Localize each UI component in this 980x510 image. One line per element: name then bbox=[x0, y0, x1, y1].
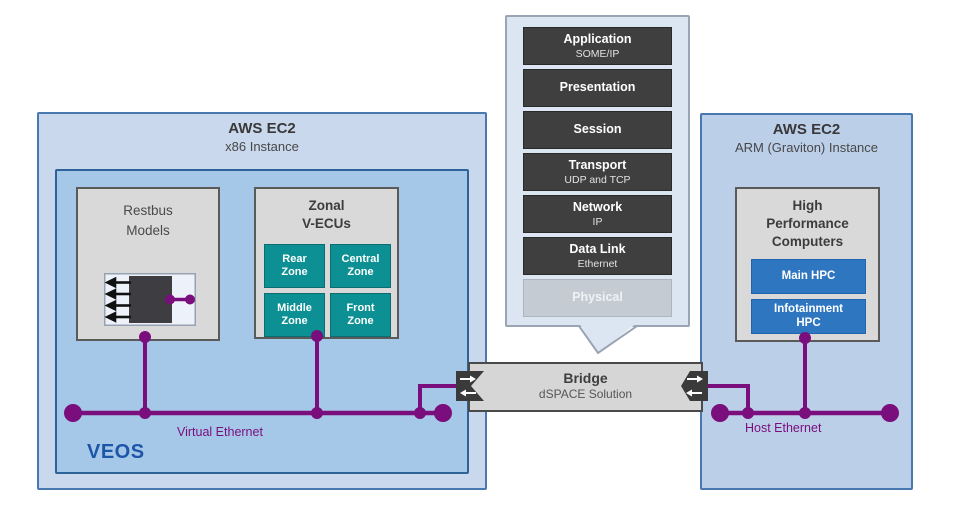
osi-layer-name: Transport bbox=[568, 158, 627, 173]
osi-layer-application: Application SOME/IP bbox=[523, 27, 672, 65]
veos-runtime-box: Restbus Models bbox=[55, 169, 469, 474]
osi-layer-presentation: Presentation bbox=[523, 69, 672, 107]
hpc-box: High Performance Computers Main HPC Info… bbox=[735, 187, 880, 342]
osi-layer-network: Network IP bbox=[523, 195, 672, 233]
osi-layer-session: Session bbox=[523, 111, 672, 149]
bridge-subtitle: dSPACE Solution bbox=[538, 386, 633, 401]
middle-zone-vecu: Middle Zone bbox=[264, 293, 325, 337]
osi-layer-detail: UDP and TCP bbox=[564, 173, 631, 186]
host-ethernet-label: Host Ethernet bbox=[745, 421, 822, 435]
aws-x86-title: AWS EC2 bbox=[228, 120, 296, 137]
osi-layer-transport: Transport UDP and TCP bbox=[523, 153, 672, 191]
osi-layer-detail: Ethernet bbox=[577, 257, 618, 270]
osi-layer-physical: Physical bbox=[523, 279, 672, 317]
rear-zone-vecu: Rear Zone bbox=[264, 244, 325, 288]
infotainment-hpc: Infotainment HPC bbox=[751, 299, 866, 334]
osi-layer-detail: IP bbox=[592, 215, 603, 228]
osi-stack-callout: Application SOME/IP Presentation Session… bbox=[505, 15, 690, 327]
main-hpc: Main HPC bbox=[751, 259, 866, 294]
osi-layer-name: Application bbox=[563, 32, 632, 47]
osi-layer-name: Data Link bbox=[569, 242, 626, 257]
zonal-vecus-title: Zonal V-ECUs bbox=[302, 198, 351, 232]
osi-layer-name: Network bbox=[572, 200, 623, 215]
aws-arm-title: AWS EC2 bbox=[772, 121, 841, 138]
central-zone-vecu: Central Zone bbox=[330, 244, 391, 288]
restbus-models-box: Restbus Models bbox=[76, 187, 220, 341]
zone-grid: Rear Zone Central Zone Middle Zone Front… bbox=[264, 244, 391, 337]
aws-ec2-x86-box: AWS EC2 x86 Instance Restbus Models bbox=[37, 112, 487, 490]
bridge-box: Bridge dSPACE Solution bbox=[468, 362, 703, 412]
osi-layer-detail: SOME/IP bbox=[575, 47, 620, 60]
bridge-title: Bridge bbox=[563, 370, 608, 386]
osi-layer-name: Presentation bbox=[559, 80, 636, 95]
aws-arm-subtitle: ARM (Graviton) Instance bbox=[734, 139, 879, 155]
osi-layer-name: Session bbox=[573, 122, 622, 137]
aws-ec2-arm-box: AWS EC2 ARM (Graviton) Instance High Per… bbox=[700, 113, 913, 490]
osi-layer-datalink: Data Link Ethernet bbox=[523, 237, 672, 275]
virtual-ethernet-label: Virtual Ethernet bbox=[177, 425, 263, 439]
zonal-vecus-box: Zonal V-ECUs Rear Zone Central Zone Midd… bbox=[254, 187, 399, 339]
front-zone-vecu: Front Zone bbox=[330, 293, 391, 337]
aws-x86-subtitle: x86 Instance bbox=[225, 138, 299, 154]
hpc-items: Main HPC Infotainment HPC bbox=[751, 259, 866, 334]
callout-tail-icon bbox=[578, 323, 638, 355]
osi-layer-name: Physical bbox=[572, 290, 623, 305]
restbus-models-title: Restbus Models bbox=[123, 203, 173, 238]
hpc-title: High Performance Computers bbox=[766, 198, 849, 250]
veos-label: VEOS bbox=[87, 441, 145, 463]
restbus-model-icon bbox=[104, 273, 196, 326]
